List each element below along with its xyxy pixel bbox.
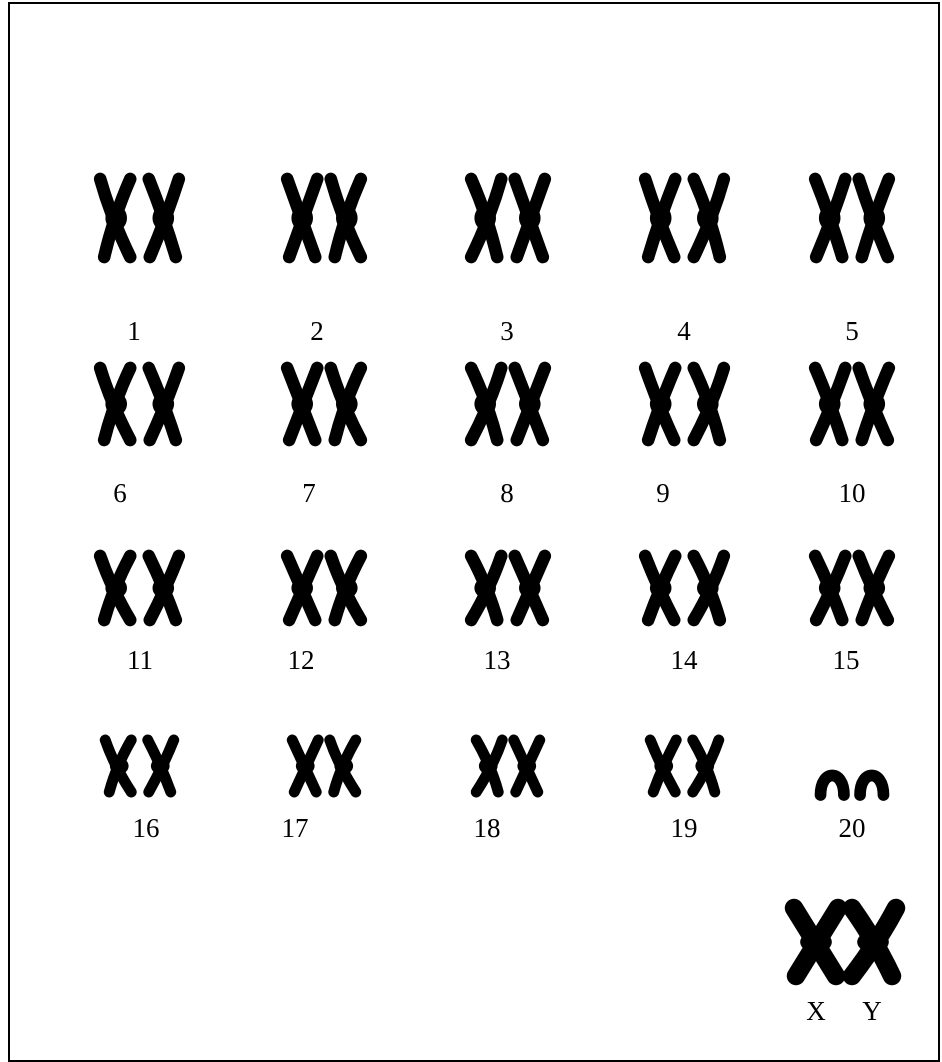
chromosome-pair-3: [471, 179, 545, 257]
label-chromosome-11: 11: [127, 647, 153, 674]
chromosome-pair-14: [645, 556, 724, 620]
label-sex-chromosome-x: X: [806, 998, 826, 1025]
chromosome-3a: [471, 179, 501, 257]
label-chromosome-15: 15: [833, 647, 860, 674]
chromosome-pair-10: [815, 368, 889, 440]
chromosome-15b: [859, 556, 889, 620]
chromosome-14a: [645, 556, 675, 620]
chromosome-8a: [471, 368, 501, 440]
chromosome-pair-13: [471, 556, 545, 620]
chromosome-17a: [292, 740, 318, 792]
chromosome-12b: [331, 556, 361, 620]
label-chromosome-8: 8: [500, 480, 514, 507]
chromosome-pair-19: [650, 740, 719, 792]
sex-chromosome-x: [794, 908, 838, 976]
chromosome-20a: [821, 776, 844, 796]
label-chromosome-20: 20: [839, 815, 866, 842]
label-chromosome-9: 9: [656, 480, 670, 507]
label-chromosome-5: 5: [845, 318, 859, 345]
label-chromosome-6: 6: [113, 480, 127, 507]
chromosome-6a: [100, 368, 130, 440]
chromosome-15a: [815, 556, 845, 620]
chromosome-12a: [287, 556, 317, 620]
chromosome-5a: [815, 179, 845, 257]
chromosome-pair-15: [815, 556, 889, 620]
chromosome-13b: [515, 556, 545, 620]
label-chromosome-13: 13: [484, 647, 511, 674]
label-chromosome-18: 18: [474, 815, 501, 842]
chromosome-6b: [149, 368, 179, 440]
chromosome-19a: [650, 740, 676, 792]
chromosome-18b: [514, 740, 540, 792]
label-chromosome-17: 17: [282, 815, 309, 842]
chromosome-pair-1: [100, 179, 179, 257]
chromosome-pair-18: [476, 740, 540, 792]
chromosome-20b: [860, 776, 883, 796]
label-chromosome-19: 19: [671, 815, 698, 842]
chromosome-pair-5: [815, 179, 889, 257]
chromosome-2a: [287, 179, 317, 257]
chromosome-pair-9: [645, 368, 724, 440]
chromosome-9b: [694, 368, 724, 440]
label-chromosome-4: 4: [677, 318, 691, 345]
chromosome-4a: [645, 179, 675, 257]
chromosome-8b: [515, 368, 545, 440]
chromosome-19b: [693, 740, 719, 792]
label-chromosome-14: 14: [671, 647, 698, 674]
chromosome-16b: [148, 740, 174, 792]
chromosome-11a: [100, 556, 130, 620]
chromosome-1b: [149, 179, 179, 257]
chromosome-pair-11: [100, 556, 179, 620]
label-chromosome-3: 3: [500, 318, 514, 345]
chromosome-13a: [471, 556, 501, 620]
chromosome-10a: [815, 368, 845, 440]
chromosome-pair-20: [821, 776, 884, 796]
chromosome-1a: [100, 179, 130, 257]
chromosome-pair-6: [100, 368, 179, 440]
label-chromosome-12: 12: [288, 647, 315, 674]
chromosome-16a: [105, 740, 131, 792]
chromosome-pair-4: [645, 179, 724, 257]
label-chromosome-2: 2: [310, 318, 324, 345]
sex-chromosome-y: [852, 908, 896, 976]
chromosome-5b: [859, 179, 889, 257]
label-chromosome-1: 1: [127, 318, 141, 345]
label-chromosome-10: 10: [839, 480, 866, 507]
label-sex-chromosome-y: Y: [862, 998, 882, 1025]
chromosome-9a: [645, 368, 675, 440]
label-chromosome-16: 16: [133, 815, 160, 842]
chromosome-7a: [287, 368, 317, 440]
chromosome-10b: [859, 368, 889, 440]
chromosome-14b: [694, 556, 724, 620]
chromosome-18a: [476, 740, 502, 792]
label-chromosome-7: 7: [302, 480, 316, 507]
chromosome-11b: [149, 556, 179, 620]
chromosome-pair-17: [292, 740, 356, 792]
chromosome-7b: [331, 368, 361, 440]
chromosome-pair-2: [287, 179, 361, 257]
chromosome-pair-7: [287, 368, 361, 440]
chromosome-pair-12: [287, 556, 361, 620]
chromosome-2b: [331, 179, 361, 257]
chromosome-3b: [515, 179, 545, 257]
chromosome-17b: [330, 740, 356, 792]
chromosome-pair-8: [471, 368, 545, 440]
chromosome-4b: [694, 179, 724, 257]
chromosome-pair-16: [105, 740, 174, 792]
